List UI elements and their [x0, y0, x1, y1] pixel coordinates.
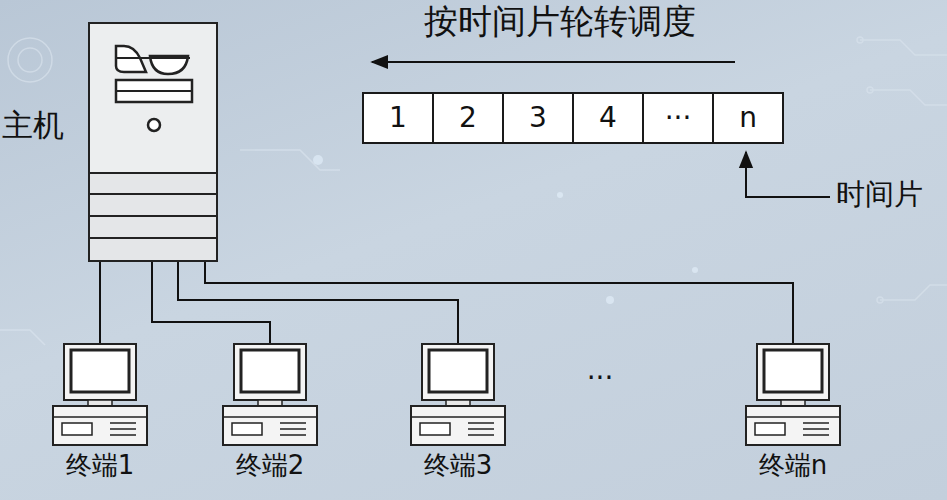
slot-label: 4: [599, 102, 617, 134]
terminal-label: 终端2: [218, 451, 322, 481]
host-label: 主机: [2, 108, 80, 144]
computer-icon: [410, 343, 506, 447]
network-wire: [152, 262, 270, 343]
schedule-arrow: [372, 61, 735, 63]
terminal-label: 终端n: [741, 451, 845, 481]
terminal-label: 终端3: [406, 451, 510, 481]
network-wire: [178, 262, 458, 343]
network-wire: [205, 262, 793, 343]
slot-label: n: [739, 102, 757, 134]
slot-label: ···: [665, 102, 692, 134]
terminal: 终端3: [406, 343, 510, 477]
schedule-caption: 按时间片轮转调度: [424, 2, 696, 41]
queue-slot: 2: [432, 92, 504, 144]
slot-label: 2: [459, 102, 477, 134]
terminal: 终端n: [741, 343, 845, 477]
host-computer: 主机: [88, 22, 218, 262]
queue-slot: 1: [362, 92, 434, 144]
queue-slot: ···: [642, 92, 714, 144]
slot-label: 1: [389, 102, 407, 134]
queue-slot: 3: [502, 92, 574, 144]
network-wire: [99, 262, 101, 343]
computer-icon: [222, 343, 318, 447]
terminal-label: 终端1: [48, 451, 152, 481]
slot-label: 3: [529, 102, 547, 134]
time-slice-label: 时间片: [836, 178, 923, 211]
ellipsis: ···: [587, 362, 614, 394]
computer-icon: [745, 343, 841, 447]
terminal: 终端1: [48, 343, 152, 477]
terminal: 终端2: [218, 343, 322, 477]
tower-illustration: [88, 22, 218, 262]
queue-slot: n: [712, 92, 784, 144]
pointer-arrow: [746, 152, 830, 197]
queue-slot: 4: [572, 92, 644, 144]
computer-icon: [52, 343, 148, 447]
